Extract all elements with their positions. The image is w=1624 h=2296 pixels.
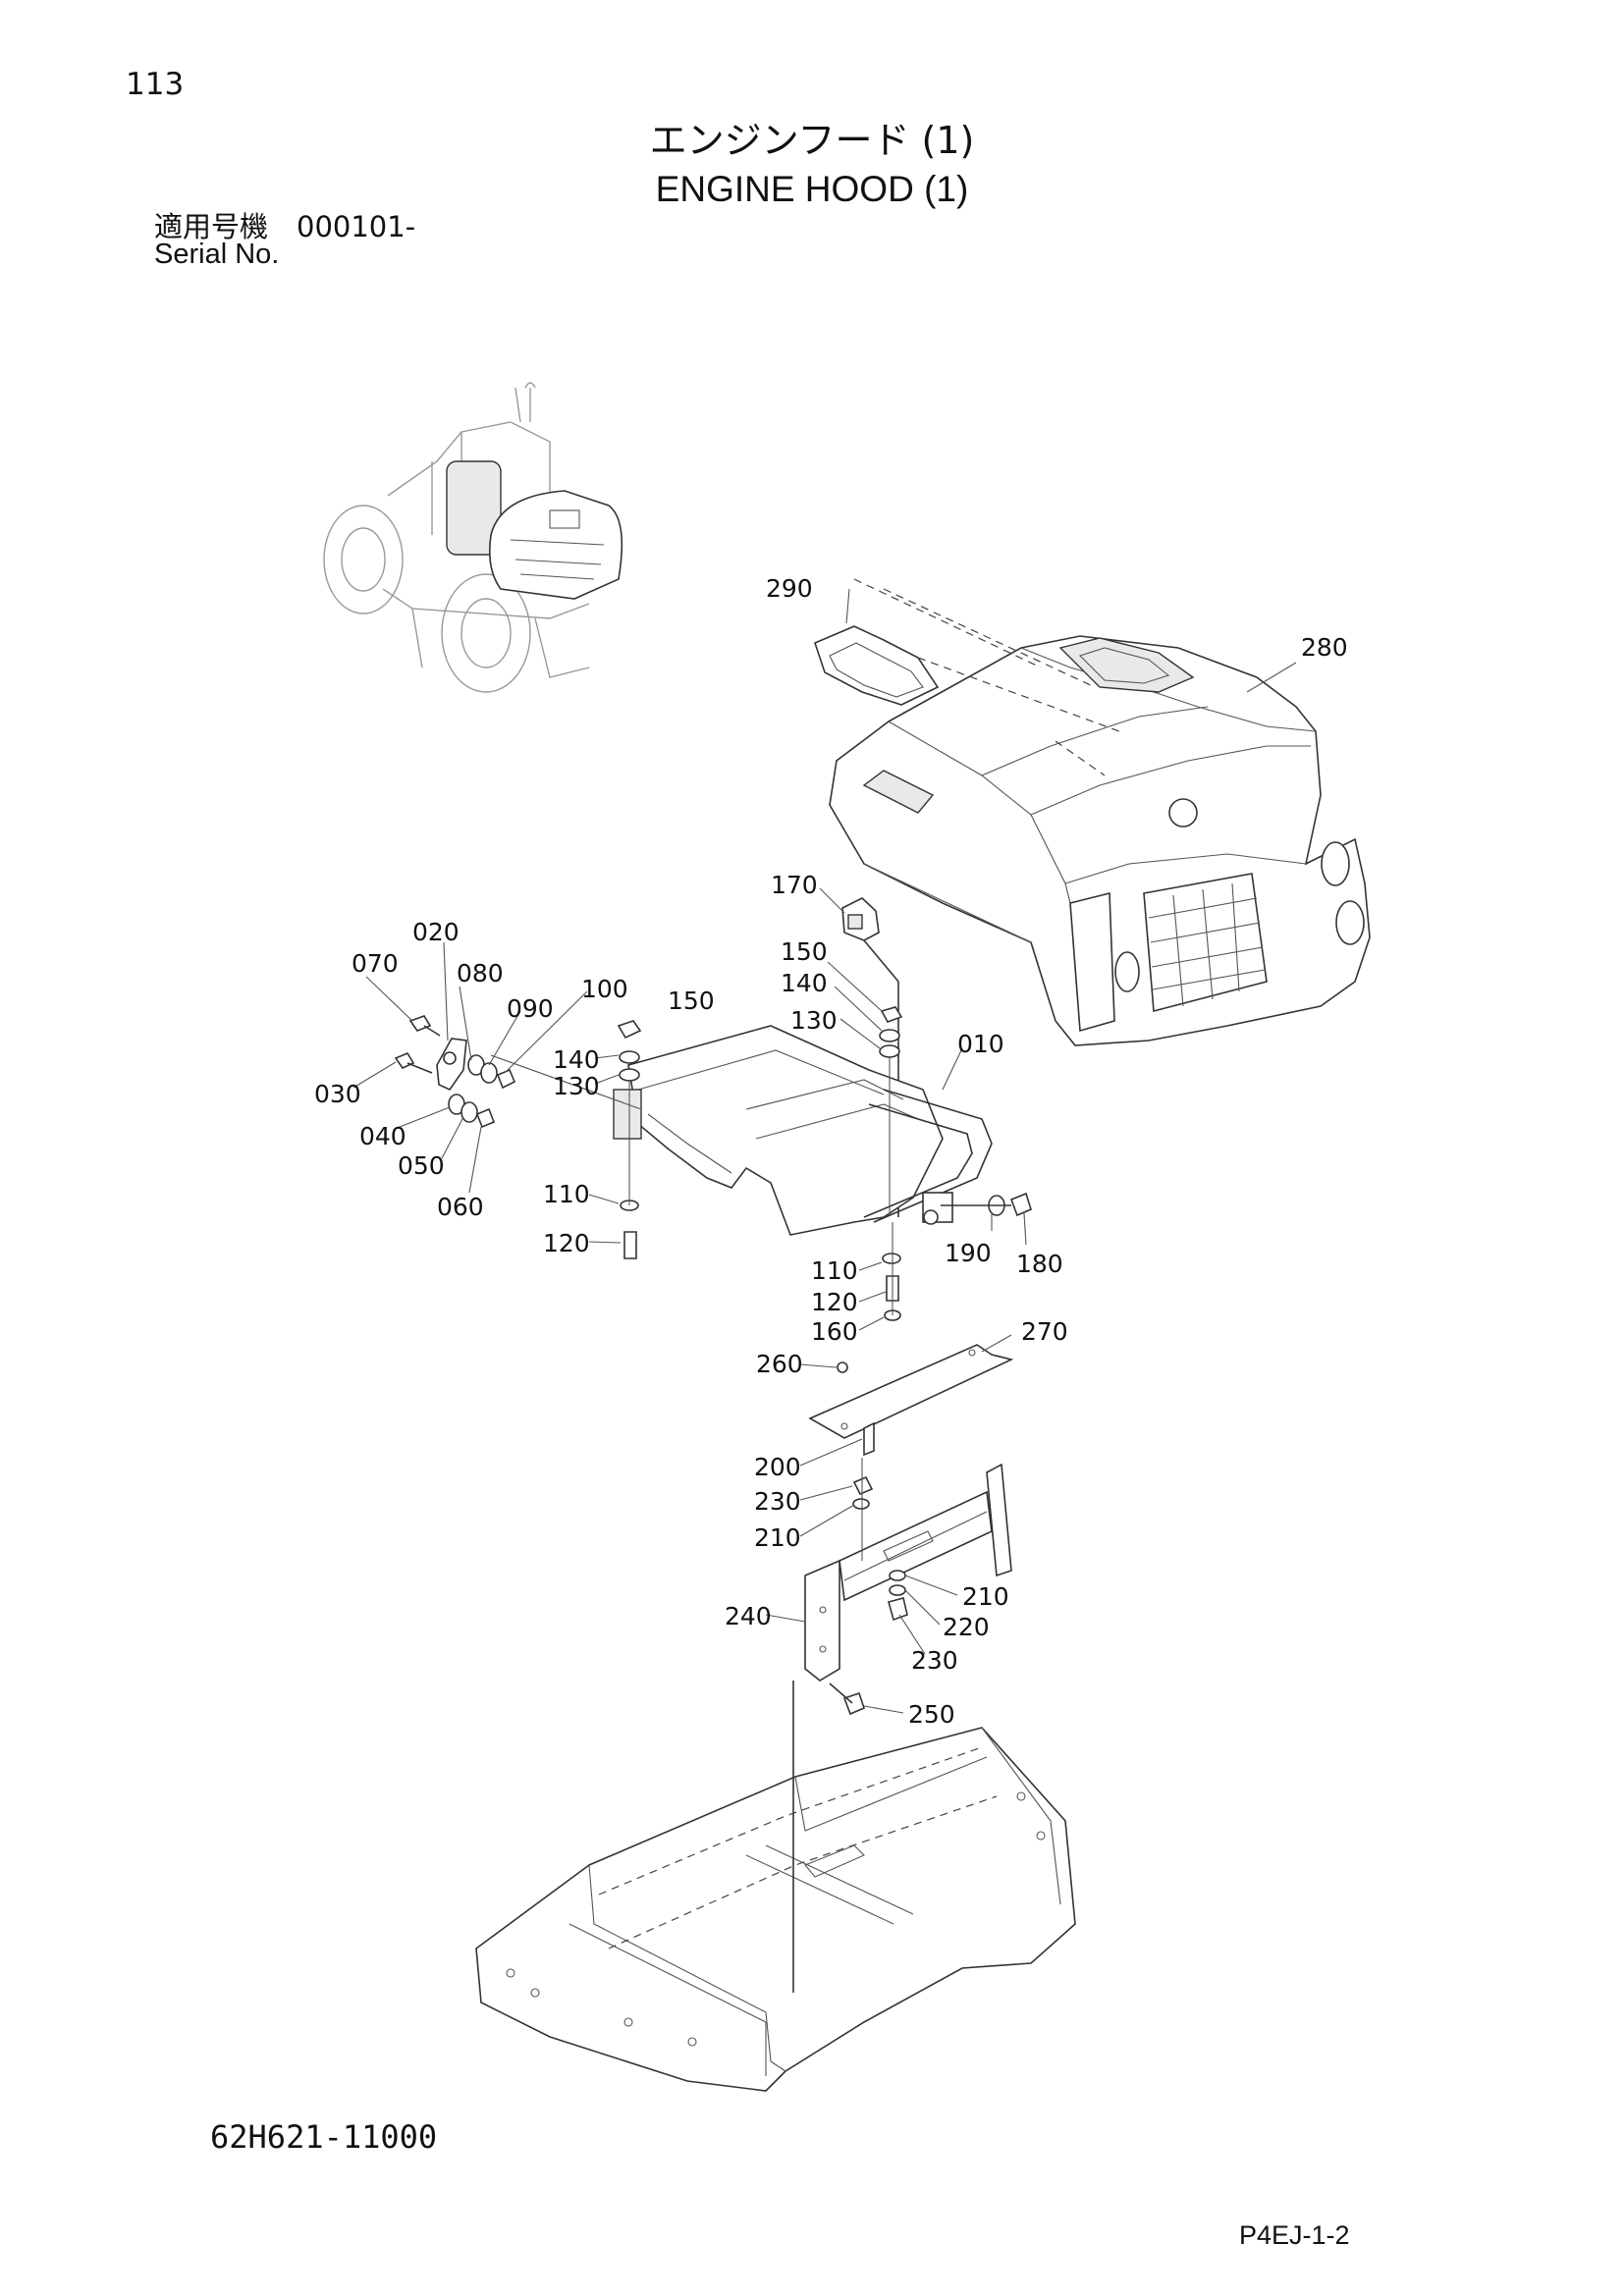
callout-230-lower: 230: [911, 1646, 958, 1675]
callout-200: 200: [754, 1453, 801, 1481]
callout-030: 030: [314, 1080, 361, 1108]
lower-center-fastener-stack: [882, 1222, 901, 1321]
page-number: 113: [126, 67, 185, 102]
page-title-japanese: エンジンフード (1): [649, 119, 975, 162]
callout-140-left: 140: [553, 1045, 600, 1074]
callout-leader-lines: [352, 588, 1297, 1714]
part-290-gasket: [814, 625, 940, 706]
drawing-number: 62H621-11000: [210, 2118, 438, 2156]
callout-220: 220: [943, 1613, 990, 1641]
callout-190: 190: [945, 1239, 992, 1267]
callout-040: 040: [359, 1122, 406, 1150]
callout-150-right: 150: [781, 937, 828, 966]
callout-060: 060: [437, 1193, 484, 1221]
part-240-bracket: [804, 1421, 1012, 1716]
callout-130-right: 130: [790, 1006, 838, 1035]
callout-070: 070: [352, 949, 399, 978]
hinge-hardware-group: [394, 941, 516, 1129]
callout-260: 260: [756, 1350, 803, 1378]
callout-240: 240: [725, 1602, 772, 1630]
callout-150-left: 150: [668, 987, 715, 1015]
callout-110-left: 110: [543, 1180, 590, 1208]
page-code: P4EJ-1-2: [1239, 2220, 1350, 2250]
callout-210-lower: 210: [962, 1582, 1009, 1611]
serial-number-label-english: Serial No.: [154, 239, 280, 270]
callout-250: 250: [908, 1700, 955, 1729]
callout-170: 170: [771, 871, 818, 899]
callout-290: 290: [766, 574, 813, 603]
callout-010: 010: [957, 1030, 1004, 1058]
part-280-engine-hood: [829, 635, 1371, 1046]
callout-050: 050: [398, 1151, 445, 1180]
base-frame: [475, 1681, 1076, 2092]
callout-130-left: 130: [553, 1072, 600, 1100]
right-fastener-stack: [879, 1006, 903, 1212]
left-fastener-stack: [617, 1020, 642, 1259]
assembly-guide-lines: [853, 578, 1120, 776]
callout-270: 270: [1021, 1317, 1068, 1346]
callout-280: 280: [1301, 633, 1348, 662]
callout-020: 020: [412, 918, 460, 946]
callout-230-upper: 230: [754, 1487, 801, 1516]
part-callout-labels: 290 280 170 020 070 080 090 100 150 140 …: [314, 574, 1348, 1729]
callout-180: 180: [1016, 1250, 1063, 1278]
part-010-support-frame: [490, 1025, 993, 1236]
callout-120-left: 120: [543, 1229, 590, 1257]
callout-160: 160: [811, 1317, 858, 1346]
machine-overview-illustration: [323, 382, 623, 693]
callout-120-center: 120: [811, 1288, 858, 1316]
serial-number-label-japanese: 適用号機 000101-: [154, 210, 416, 243]
callout-110-center: 110: [811, 1256, 858, 1285]
callout-140-right: 140: [781, 969, 828, 997]
part-180-190-bolt: [941, 1192, 1032, 1217]
callout-210-upper: 210: [754, 1523, 801, 1552]
part-270-plate: [808, 1344, 1014, 1439]
callout-090: 090: [507, 994, 554, 1023]
page-title-english: ENGINE HOOD (1): [655, 169, 969, 209]
callout-100: 100: [581, 975, 628, 1003]
callout-080: 080: [457, 959, 504, 988]
